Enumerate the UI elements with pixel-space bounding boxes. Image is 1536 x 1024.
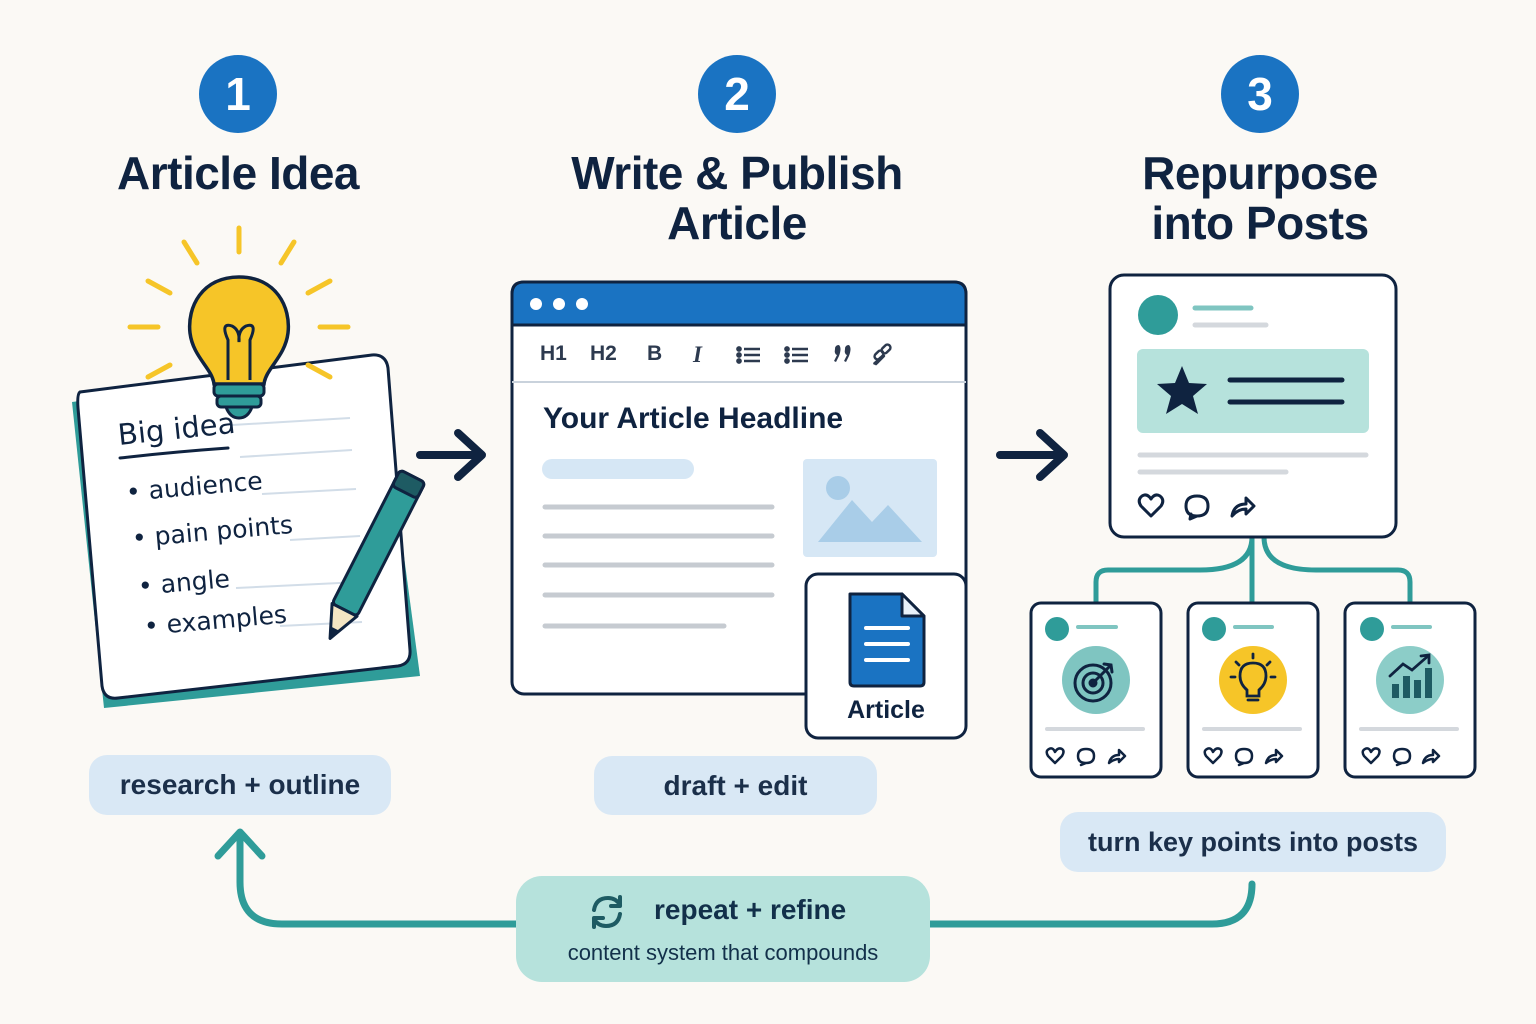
- step-1-badge: 1: [199, 55, 277, 133]
- comment-icon[interactable]: [1234, 747, 1254, 767]
- repeat-refine-box: [516, 876, 930, 982]
- step-3-title-line-1: Repurpose: [1142, 147, 1378, 199]
- toolbar-italic-button[interactable]: I: [693, 342, 702, 367]
- heart-icon[interactable]: [1203, 747, 1223, 765]
- step-1-caption: research + outline: [89, 755, 391, 815]
- step-2-title: Write & Publish Article: [537, 148, 937, 248]
- share-icon[interactable]: [1264, 748, 1284, 765]
- document-icon: [848, 592, 926, 688]
- document-label: Article: [847, 696, 925, 724]
- step-3-badge: 3: [1221, 55, 1299, 133]
- repeat-refine-subtitle: content system that compounds: [567, 940, 879, 965]
- share-icon[interactable]: [1107, 748, 1127, 765]
- article-headline: Your Article Headline: [543, 402, 844, 435]
- toolbar-h2-button[interactable]: H2: [590, 342, 617, 365]
- comment-icon[interactable]: [1184, 494, 1210, 521]
- step-2-caption: draft + edit: [594, 756, 877, 815]
- loop-connector: [214, 828, 1256, 928]
- heart-icon[interactable]: [1045, 747, 1065, 765]
- bulleted-list-icon[interactable]: [736, 346, 760, 364]
- small-post-card-1: [1029, 601, 1163, 779]
- lightbulb-icon: [127, 225, 351, 420]
- step-3-title-line-2: into Posts: [1151, 197, 1369, 249]
- step-2-title-line-1: Write & Publish: [571, 147, 903, 199]
- document-card: [804, 572, 968, 740]
- pencil-icon: [328, 469, 426, 640]
- toolbar-h1-button[interactable]: H1: [540, 342, 567, 365]
- comment-icon[interactable]: [1392, 747, 1412, 767]
- comment-icon[interactable]: [1076, 747, 1096, 767]
- image-placeholder-icon: [803, 459, 937, 557]
- step-3-caption: turn key points into posts: [1060, 812, 1446, 872]
- toolbar-bold-button[interactable]: B: [647, 342, 663, 365]
- small-post-card-2: [1186, 601, 1320, 779]
- posts-tree-connector: [1093, 534, 1413, 606]
- share-icon[interactable]: [1421, 748, 1441, 765]
- step-3-title: Repurpose into Posts: [1100, 148, 1420, 248]
- featured-post-card: [1108, 273, 1398, 539]
- share-icon[interactable]: [1230, 496, 1256, 518]
- avatar: [1138, 295, 1178, 335]
- arrow-right-icon: [416, 429, 486, 481]
- star-icon: [1157, 366, 1207, 414]
- heart-icon[interactable]: [1361, 747, 1381, 765]
- step-1-title: Article Idea: [117, 147, 360, 199]
- chart-up-icon: [1388, 653, 1432, 698]
- target-icon: [1073, 662, 1114, 703]
- repeat-refine-title: repeat + refine: [654, 894, 847, 925]
- bulb-small-icon: [1229, 652, 1277, 702]
- small-post-card-3: [1343, 601, 1477, 779]
- arrow-right-icon: [996, 429, 1068, 481]
- link-icon[interactable]: [873, 343, 892, 366]
- step-2-badge: 2: [698, 55, 776, 133]
- refresh-icon: [592, 895, 622, 929]
- heart-icon[interactable]: [1137, 493, 1165, 518]
- quote-icon[interactable]: [834, 345, 851, 362]
- numbered-list-icon[interactable]: [784, 346, 808, 364]
- step-2-title-line-2: Article: [667, 197, 807, 249]
